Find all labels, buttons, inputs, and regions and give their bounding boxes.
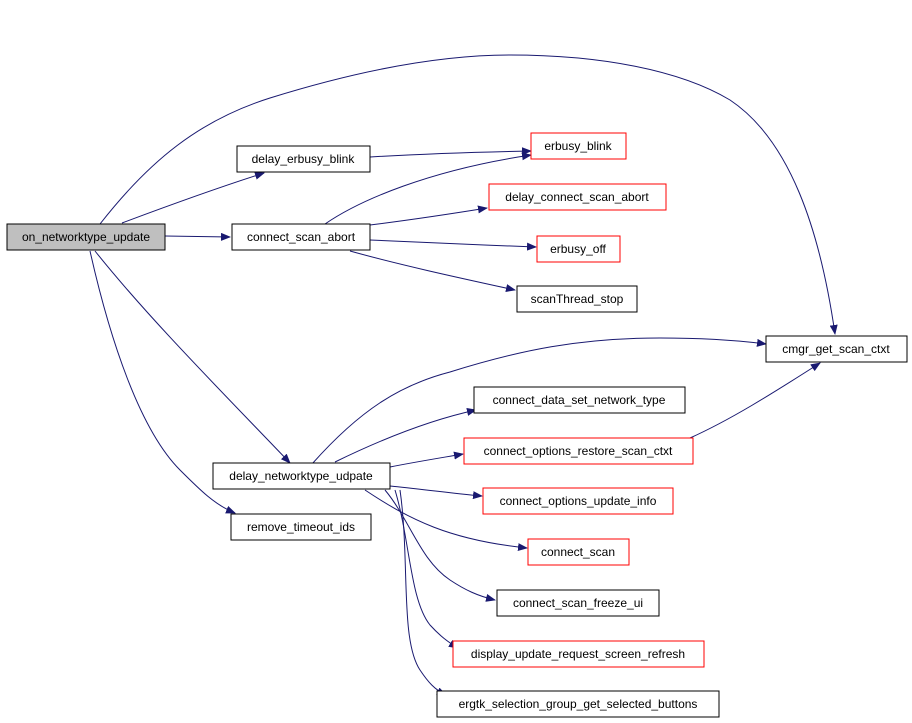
edge-on_networktype_update-delay_networktype_udpate: [94, 250, 291, 464]
svg-text:on_networktype_update: on_networktype_update: [22, 230, 150, 244]
edge-delay_networktype_udpate-connect_scan: [364, 489, 528, 552]
svg-text:cmgr_get_scan_ctxt: cmgr_get_scan_ctxt: [782, 342, 890, 356]
edge-connect_scan_abort-delay_connect_scan_abort: [369, 205, 488, 226]
svg-text:delay_connect_scan_abort: delay_connect_scan_abort: [505, 190, 649, 204]
node-remove_timeout_ids[interactable]: remove_timeout_ids: [230, 513, 372, 541]
svg-text:connect_scan_freeze_ui: connect_scan_freeze_ui: [513, 596, 643, 610]
svg-text:connect_scan_abort: connect_scan_abort: [247, 230, 356, 244]
svg-text:erbusy_off: erbusy_off: [550, 242, 606, 256]
edge-on_networktype_update-connect_scan_abort: [164, 232, 231, 241]
node-connect_scan_freeze_ui[interactable]: connect_scan_freeze_ui: [496, 589, 660, 617]
edge-connect_scan_abort-erbusy_off: [369, 239, 537, 251]
node-cmgr_get_scan_ctxt[interactable]: cmgr_get_scan_ctxt: [765, 335, 908, 363]
edges: [89, 54, 838, 696]
node-delay_erbusy_blink[interactable]: delay_erbusy_blink: [236, 145, 371, 173]
svg-text:erbusy_blink: erbusy_blink: [544, 139, 612, 153]
node-connect_scan[interactable]: connect_scan: [527, 538, 630, 566]
svg-text:connect_scan: connect_scan: [541, 545, 615, 559]
node-on_networktype_update[interactable]: on_networktype_update: [6, 223, 166, 251]
edge-on_networktype_update-remove_timeout_ids: [89, 250, 236, 514]
svg-text:delay_networktype_udpate: delay_networktype_udpate: [229, 469, 373, 483]
edge-connect_options_restore_scan_ctxt-cmgr_get_scan_ctxt: [689, 362, 821, 439]
node-erbusy_off[interactable]: erbusy_off: [536, 235, 621, 263]
edge-delay_networktype_udpate-connect_data_set_network_type: [334, 408, 477, 463]
edge-on_networktype_update-cmgr_get_scan_ctxt: [99, 54, 838, 335]
node-connect_data_set_network_type[interactable]: connect_data_set_network_type: [473, 386, 686, 414]
node-delay_networktype_udpate[interactable]: delay_networktype_udpate: [212, 462, 391, 490]
nodes: on_networktype_update delay_erbusy_blink…: [6, 132, 908, 718]
svg-text:ergtk_selection_group_get_sele: ergtk_selection_group_get_selected_butto…: [459, 697, 698, 711]
node-scanThread_stop[interactable]: scanThread_stop: [516, 285, 638, 313]
edge-delay_erbusy_blink-erbusy_blink: [369, 147, 532, 158]
svg-text:display_update_request_screen_: display_update_request_screen_refresh: [471, 647, 685, 661]
svg-text:connect_options_restore_scan_c: connect_options_restore_scan_ctxt: [484, 444, 673, 458]
svg-text:connect_data_set_network_type: connect_data_set_network_type: [493, 393, 666, 407]
edge-delay_networktype_udpate-cmgr_get_scan_ctxt: [311, 337, 767, 465]
node-ergtk_selection_group_get_selected_buttons[interactable]: ergtk_selection_group_get_selected_butto…: [436, 690, 720, 718]
edge-delay_networktype_udpate-connect_scan_freeze_ui: [384, 489, 496, 602]
edge-delay_networktype_udpate-ergtk_selection_group_get_selected_buttons: [399, 489, 447, 696]
node-connect_options_restore_scan_ctxt[interactable]: connect_options_restore_scan_ctxt: [463, 437, 694, 465]
edge-connect_scan_abort-scanThread_stop: [349, 250, 516, 292]
node-connect_scan_abort[interactable]: connect_scan_abort: [231, 223, 371, 251]
svg-text:connect_options_update_info: connect_options_update_info: [500, 494, 657, 508]
node-display_update_request_screen_refresh[interactable]: display_update_request_screen_refresh: [452, 640, 705, 668]
edge-connect_scan_abort-erbusy_blink: [324, 152, 532, 225]
node-delay_connect_scan_abort[interactable]: delay_connect_scan_abort: [488, 183, 667, 211]
svg-text:delay_erbusy_blink: delay_erbusy_blink: [252, 152, 356, 166]
svg-text:scanThread_stop: scanThread_stop: [531, 292, 624, 306]
node-connect_options_update_info[interactable]: connect_options_update_info: [482, 487, 674, 515]
svg-text:remove_timeout_ids: remove_timeout_ids: [247, 520, 355, 534]
edge-on_networktype_update-delay_erbusy_blink: [121, 171, 265, 224]
edge-delay_networktype_udpate-connect_options_restore_scan_ctxt: [389, 451, 464, 468]
edge-delay_networktype_udpate-connect_options_update_info: [389, 485, 483, 500]
node-erbusy_blink[interactable]: erbusy_blink: [530, 132, 627, 160]
